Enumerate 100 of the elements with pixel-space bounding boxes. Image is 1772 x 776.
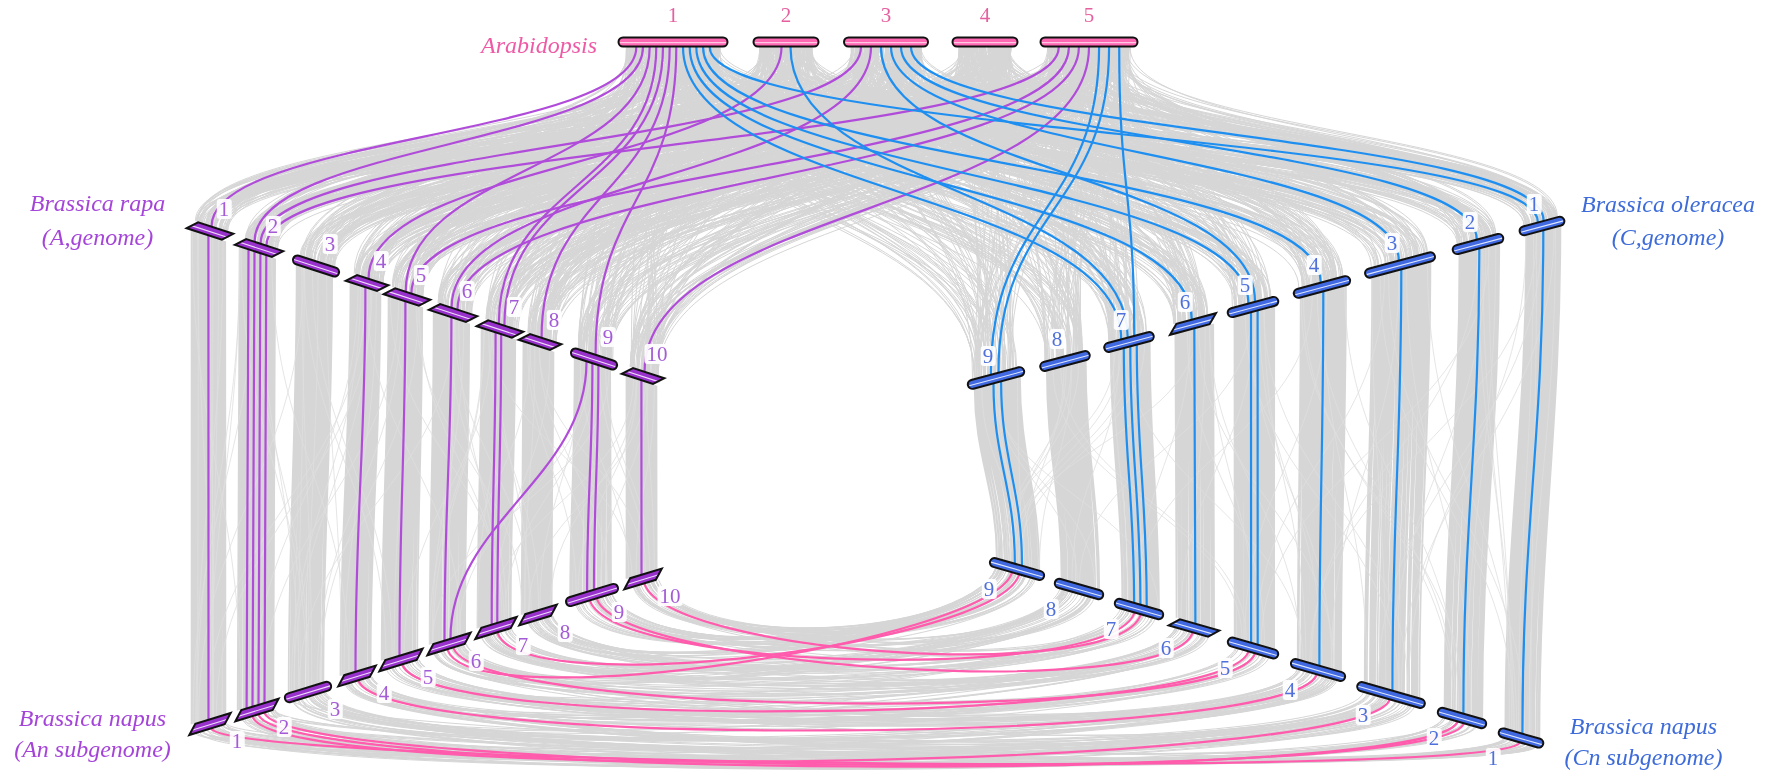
chromosome-number: 7 <box>1103 619 1119 639</box>
synteny-line <box>992 382 1016 565</box>
chromosome-number: 2 <box>1462 212 1478 232</box>
chromosome-number: 1 <box>216 199 232 219</box>
synteny-line <box>643 582 1142 656</box>
chromosome-number: 9 <box>980 346 996 366</box>
chromosome-number: 5 <box>1237 275 1253 295</box>
chromosome-number: 2 <box>265 216 281 236</box>
synteny-line <box>588 599 1136 661</box>
synteny-line <box>354 286 367 673</box>
chromosome-number: 4 <box>1306 255 1322 275</box>
chromosome-number: 10 <box>657 586 683 606</box>
synteny-line <box>594 46 678 356</box>
chromosome-number: 3 <box>1384 233 1400 253</box>
chromosome-number: 10 <box>644 344 670 364</box>
chromosome-number: 3 <box>1355 705 1371 725</box>
synteny-line <box>1391 268 1403 692</box>
synteny-line <box>446 571 1014 679</box>
chromosome-number: 7 <box>1113 310 1129 330</box>
chromosome-number: 7 <box>506 297 522 317</box>
chromosome-number: 6 <box>459 281 475 301</box>
chromosome-number: 9 <box>981 579 997 599</box>
synteny-line <box>695 46 1250 305</box>
synteny-line <box>251 250 256 708</box>
synteny-line <box>263 254 268 704</box>
chromosome-number: 1 <box>229 731 245 751</box>
chromosome-number: 6 <box>1158 638 1174 658</box>
synteny-line <box>1000 380 1024 567</box>
chromosome-number: 8 <box>1049 329 1065 349</box>
synteny-line <box>879 46 1257 303</box>
synteny-line <box>708 46 1539 223</box>
synteny-line <box>540 46 671 339</box>
chromosome-number: 3 <box>322 234 338 254</box>
synteny-line <box>1249 311 1253 644</box>
species-label: Brassica napus (An subgenome) <box>13 704 172 764</box>
chromosome-number: 5 <box>413 265 429 285</box>
chromosome-number: 9 <box>600 327 616 347</box>
synteny-line <box>1118 46 1136 337</box>
chromosome-number: 2 <box>778 5 794 25</box>
chromosome-number: 6 <box>1177 292 1193 312</box>
synteny-line <box>443 316 453 642</box>
synteny-line <box>253 46 645 243</box>
synteny-line <box>640 379 643 576</box>
synteny-line <box>688 46 1193 321</box>
synteny-line <box>1462 247 1481 715</box>
synteny-line <box>210 727 1521 766</box>
species-label: Brassica oleracea (C,genome) <box>1580 190 1756 252</box>
chromosome-number: 6 <box>468 651 484 671</box>
synteny-line <box>496 333 503 624</box>
chromosome-number: 2 <box>276 717 292 737</box>
chromosome-number: 8 <box>1043 599 1059 619</box>
synteny-line <box>889 46 1400 262</box>
species-label: Brassica napus (Cn subgenome) <box>1563 712 1724 772</box>
synteny-line <box>259 46 863 245</box>
synteny-line <box>989 46 1101 376</box>
chromosome-number: 9 <box>611 602 627 622</box>
synteny-line <box>245 248 250 709</box>
chromosome-number: 5 <box>1217 658 1233 678</box>
synteny-line <box>452 646 1256 705</box>
synteny-line <box>449 360 588 640</box>
synteny-line <box>251 698 1391 763</box>
synteny-line <box>207 234 210 721</box>
synteny-line <box>490 331 497 626</box>
chromosome-number: 1 <box>1526 194 1542 214</box>
synteny-line <box>1193 327 1197 625</box>
synteny-line <box>496 573 1021 666</box>
synteny-line <box>1129 345 1142 606</box>
synteny-line <box>592 364 600 591</box>
chromosome-number: 3 <box>878 5 894 25</box>
synteny-line <box>586 362 594 593</box>
synteny-line <box>789 46 1129 339</box>
synteny-line <box>401 650 1250 713</box>
synteny-line <box>257 252 262 706</box>
synteny-line <box>357 673 1318 732</box>
synteny-line <box>1256 309 1259 646</box>
synteny-line <box>643 46 1091 373</box>
chromosome-number: 4 <box>373 251 389 271</box>
chromosome-number: 4 <box>376 683 392 703</box>
synteny-line <box>899 46 1478 241</box>
synteny-line <box>997 46 1111 374</box>
synteny-line <box>367 46 783 280</box>
synteny-line <box>1135 344 1148 607</box>
chromosome-number: 8 <box>557 622 573 642</box>
synteny-line <box>701 46 1322 284</box>
chromosome-number: 4 <box>977 5 993 25</box>
synteny-line <box>265 46 1060 247</box>
synteny-line <box>404 46 651 293</box>
synteny-line <box>909 46 1545 222</box>
chromosome-number: 8 <box>546 310 562 330</box>
chromosome-number: 4 <box>1282 680 1298 700</box>
synteny-line <box>1318 290 1325 667</box>
synteny-line <box>595 597 1194 673</box>
chromosome-number: 2 <box>1426 728 1442 748</box>
synteny-line <box>681 46 1123 340</box>
synteny-line <box>1521 229 1545 735</box>
synteny-line <box>210 46 638 228</box>
synteny-line <box>1122 347 1136 604</box>
synteny-line <box>450 46 873 309</box>
species-label: Arabidopsis <box>481 31 597 60</box>
chromosome-number: 7 <box>515 635 531 655</box>
